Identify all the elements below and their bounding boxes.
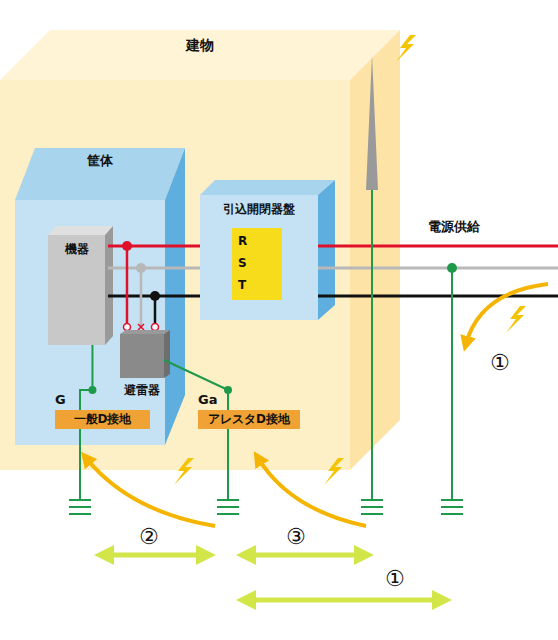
ground-wire bbox=[80, 345, 92, 410]
ground-stroke bbox=[217, 506, 239, 508]
building-shape bbox=[0, 30, 400, 470]
ground-wire bbox=[164, 360, 228, 410]
enclosure-shape bbox=[15, 148, 185, 445]
ground-tag: G bbox=[55, 392, 66, 410]
node-label: S bbox=[238, 252, 282, 274]
ground-stroke bbox=[69, 513, 91, 515]
arrester-box: 避雷器 bbox=[120, 334, 164, 378]
ground-symbols bbox=[69, 500, 463, 514]
machine-side bbox=[105, 226, 113, 345]
node-label: 機器 bbox=[48, 241, 105, 257]
switch-panel: 引込開閉器盤 RST bbox=[200, 195, 318, 320]
wire-junction bbox=[88, 386, 96, 394]
ground-junction bbox=[447, 263, 457, 273]
ground-box: G一般D接地 bbox=[55, 410, 150, 429]
ground-tag: Ga bbox=[198, 392, 217, 410]
lightning-rod bbox=[366, 55, 378, 190]
arrester-side bbox=[164, 330, 170, 378]
ground-stroke bbox=[361, 499, 383, 501]
enclosure: 筐体機器避雷器 bbox=[15, 145, 185, 445]
panel-shape bbox=[200, 180, 335, 320]
building: 建物筐体機器避雷器引込開閉器盤RSTG一般D接地GaアレスタD接地 bbox=[0, 30, 400, 470]
node-label: 建物 bbox=[0, 36, 400, 54]
ground-stroke bbox=[69, 506, 91, 508]
supply-label: 電源供給 bbox=[428, 218, 480, 236]
ground-stroke bbox=[69, 499, 91, 501]
node-label: 引込開閉器盤 bbox=[200, 201, 318, 217]
callout-number: ③ bbox=[286, 524, 306, 549]
ground-stroke bbox=[361, 513, 383, 515]
power-lines bbox=[108, 241, 558, 331]
device-box: 機器 bbox=[48, 235, 105, 345]
callout-number: ① bbox=[490, 350, 510, 375]
node-label: アレスタD接地 bbox=[198, 411, 300, 427]
ground-stroke bbox=[441, 506, 463, 508]
node-label: 筐体 bbox=[15, 152, 185, 169]
ground-stroke bbox=[441, 513, 463, 515]
callout-number: ② bbox=[139, 524, 159, 549]
machine-top bbox=[48, 226, 113, 235]
wire-junction bbox=[224, 386, 232, 394]
ground-box: GaアレスタD接地 bbox=[198, 410, 300, 429]
ground-stroke bbox=[361, 506, 383, 508]
phase-band: RST bbox=[232, 228, 282, 300]
ground-stroke bbox=[441, 499, 463, 501]
surge-arrows bbox=[86, 284, 548, 526]
lightning-bolts bbox=[174, 35, 526, 485]
node-label: R bbox=[238, 230, 282, 252]
part-label: 避雷器 bbox=[124, 378, 160, 398]
node-label: T bbox=[238, 274, 282, 296]
callout-number: ① bbox=[385, 566, 405, 591]
ground-stroke bbox=[217, 513, 239, 515]
node-label: 一般D接地 bbox=[55, 411, 150, 427]
ground-stroke bbox=[217, 499, 239, 501]
distance-arrows bbox=[104, 555, 442, 600]
ground-wires bbox=[80, 190, 452, 500]
